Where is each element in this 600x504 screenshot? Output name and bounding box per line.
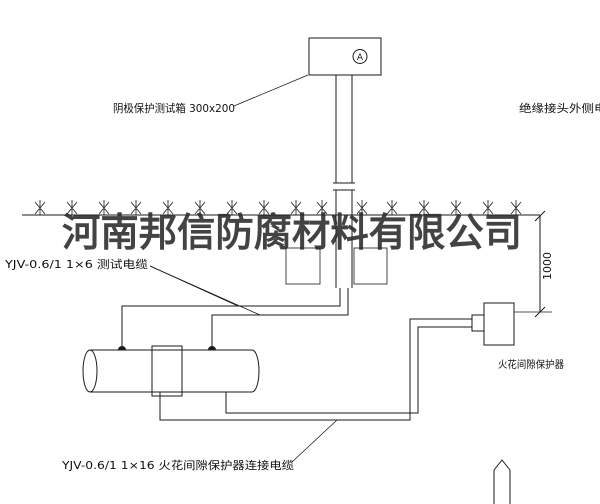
leader-test-cable-2 bbox=[149, 265, 261, 316]
spark-gap-protector-label: 火花间隙保护器 bbox=[498, 358, 564, 371]
meter-circle bbox=[352, 49, 368, 64]
watermark-text: 河南邦信防腐材料有限公司 bbox=[62, 210, 522, 256]
test-cable-left bbox=[121, 288, 341, 350]
detail-symbol bbox=[493, 459, 511, 504]
leader-test-box bbox=[233, 74, 309, 107]
test-box bbox=[308, 37, 382, 76]
insulated-joint bbox=[151, 345, 183, 397]
protector-cable-2 bbox=[225, 326, 472, 414]
insulated-joint-cable-label: 绝缘接头外侧电缆 bbox=[519, 101, 600, 115]
pipeline-body bbox=[90, 349, 252, 393]
pipeline-left-end bbox=[82, 349, 98, 393]
dimension-label: 1000 bbox=[541, 252, 554, 280]
test-cable-label: YJV-0.6/1 1×6 测试电缆 bbox=[4, 258, 148, 271]
weld-terminal-left bbox=[118, 346, 126, 350]
weld-terminal-right bbox=[208, 346, 216, 350]
pipeline-right-end bbox=[251, 349, 260, 393]
meter-symbol: A bbox=[357, 53, 364, 63]
ground-hatch-marks bbox=[34, 200, 522, 215]
test-cable-right bbox=[211, 288, 349, 350]
leader-protector-cable bbox=[291, 419, 338, 463]
spark-gap-protector-stem bbox=[471, 314, 485, 332]
foundation-block-right bbox=[353, 247, 388, 285]
dimension-ticks bbox=[534, 210, 546, 318]
test-box-label: 阴极保护测试箱 300x200 bbox=[113, 101, 235, 115]
protector-cable-1 bbox=[159, 318, 472, 421]
foundation-block-left bbox=[285, 247, 321, 285]
test-post bbox=[333, 75, 355, 288]
protector-cable-label: YJV-0.6/1 1×16 火花间隙保护器连接电缆 bbox=[61, 458, 294, 472]
spark-gap-protector-body bbox=[483, 302, 515, 346]
